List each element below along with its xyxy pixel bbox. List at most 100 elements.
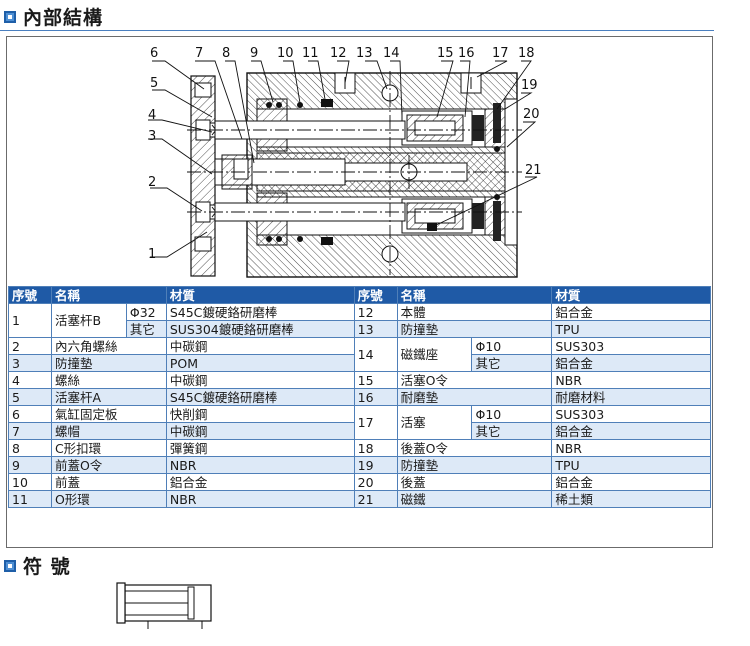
callout-10: 10: [277, 46, 294, 61]
blue-square-icon: [4, 559, 16, 572]
section-title-text: 內部結構: [23, 7, 104, 29]
header-no: 序號: [8, 286, 52, 304]
callout-2: 2: [148, 175, 156, 190]
cell-name: 前蓋O令: [50, 456, 167, 474]
cell-material: 鋁合金: [551, 422, 711, 440]
callout-11: 11: [302, 46, 319, 61]
callout-19: 19: [521, 78, 538, 93]
cell-sub: Φ10: [471, 337, 553, 355]
table-row: 5 活塞杆A S45C鍍硬鉻研磨棒 16 耐磨墊 耐磨材料: [8, 388, 711, 406]
callout-9: 9: [250, 46, 258, 61]
cell-name: O形環: [50, 490, 167, 508]
cell-material: 鋁合金: [551, 473, 711, 491]
cell-no: 16: [353, 388, 398, 406]
cell-name: 防撞墊: [396, 456, 553, 474]
cell-name: 本體: [396, 303, 553, 321]
cell-material: 耐磨材料: [551, 388, 711, 406]
cell-name: 活塞O令: [396, 371, 553, 389]
table-row: 8 C形扣環 彈簧鋼 18 後蓋O令 NBR: [8, 439, 711, 457]
piston-lower: [401, 196, 506, 236]
cell-no: 7: [8, 422, 52, 440]
callout-6: 6: [150, 46, 158, 61]
table-row: 2 內六角螺絲 中碳鋼 14 磁鐵座 Φ10 SUS303: [8, 337, 711, 372]
callout-8: 8: [222, 46, 230, 61]
cell-no: 8: [8, 439, 52, 457]
cell-material: 快削鋼: [165, 405, 355, 423]
cell-name: 螺帽: [50, 422, 167, 440]
cell-sub: Φ32: [125, 303, 167, 321]
callout-5: 5: [150, 76, 158, 91]
cell-name: 磁鐵座: [396, 337, 473, 372]
cell-material: 稀土類: [551, 490, 711, 508]
cell-material: NBR: [551, 371, 711, 389]
cell-name: C形扣環: [50, 439, 167, 457]
cell-material: 彈簧鋼: [165, 439, 355, 457]
cell-no: 15: [353, 371, 398, 389]
cell-material: SUS303: [551, 337, 711, 355]
leader-lines: [148, 60, 538, 258]
cell-name: 活塞杆B: [50, 303, 127, 338]
cell-sub: 其它: [471, 354, 553, 372]
cell-name: 內六角螺絲: [50, 337, 167, 355]
title-underline: [0, 30, 714, 31]
callout-20: 20: [523, 107, 540, 122]
cell-name: 耐磨墊: [396, 388, 553, 406]
cell-material: NBR: [551, 439, 711, 457]
cell-no: 18: [353, 439, 398, 457]
callout-12: 12: [330, 46, 347, 61]
cell-name: 後蓋: [396, 473, 553, 491]
cylinder-symbol-icon: [116, 582, 212, 629]
callout-1: 1: [148, 247, 156, 262]
center-lines: [187, 71, 522, 275]
cell-no: 20: [353, 473, 398, 491]
table-row: 3 防撞墊 POM 其它 鋁合金: [8, 354, 711, 372]
cell-name: 氣缸固定板: [50, 405, 167, 423]
parts-table: 序號 名稱 材質 序號 名稱 材質 1 活塞杆B Φ32 S45C鍍硬鉻研磨棒 …: [8, 286, 711, 508]
cell-no: 17: [353, 405, 398, 440]
cell-material: S45C鍍硬鉻研磨棒: [165, 303, 355, 321]
piston-upper: [401, 108, 506, 148]
cell-material: 中碳鋼: [165, 422, 355, 440]
cell-material: TPU: [551, 456, 711, 474]
cell-material: SUS304鍍硬鉻研磨棒: [165, 320, 355, 338]
table-header-row: 序號 名稱 材質 序號 名稱 材質: [8, 286, 711, 304]
cell-name: 活塞杆A: [50, 388, 167, 406]
cell-material: POM: [165, 354, 355, 372]
cell-no: 4: [8, 371, 52, 389]
diagram-frame: [6, 36, 713, 548]
cell-sub: 其它: [471, 422, 553, 440]
cell-no: 14: [353, 337, 398, 372]
callout-15: 15: [437, 46, 454, 61]
cell-material: 中碳鋼: [165, 371, 355, 389]
section-title-symbol: 符 號: [4, 552, 71, 579]
cell-no: 13: [353, 320, 398, 338]
cell-name: 活塞: [396, 405, 473, 440]
cell-material: 鋁合金: [165, 473, 355, 491]
cell-no: 1: [8, 303, 52, 338]
table-row: 9 前蓋O令 NBR 19 防撞墊 TPU: [8, 456, 711, 474]
cross-section-drawing: 1 2 3 4 5 6 7 8 9 10 11 12 13 14 15 16 1…: [148, 46, 542, 278]
cell-material: SUS303: [551, 405, 711, 423]
header-name: 名稱: [396, 286, 553, 304]
callout-7: 7: [195, 46, 203, 61]
callout-4: 4: [148, 108, 156, 123]
section-title-internal-structure: 內部結構: [4, 3, 103, 30]
cell-no: 6: [8, 405, 52, 423]
cell-no: 5: [8, 388, 52, 406]
callout-3: 3: [148, 129, 156, 144]
cell-no: 11: [8, 490, 52, 508]
cell-name: 防撞墊: [396, 320, 553, 338]
cell-material: 中碳鋼: [165, 337, 355, 355]
table-row: 11 O形環 NBR 21 磁鐵 稀土類: [8, 490, 711, 508]
header-no: 序號: [353, 286, 398, 304]
table-row: 1 活塞杆B Φ32 S45C鍍硬鉻研磨棒 12 本體 鋁合金: [8, 303, 711, 338]
callout-18: 18: [518, 46, 535, 61]
cell-material: TPU: [551, 320, 711, 338]
cell-material: 鋁合金: [551, 303, 711, 321]
callout-21: 21: [525, 163, 542, 178]
cell-name: 螺絲: [50, 371, 167, 389]
cell-name: 前蓋: [50, 473, 167, 491]
header-material: 材質: [551, 286, 711, 304]
cell-sub: Φ10: [471, 405, 553, 423]
cell-material: S45C鍍硬鉻研磨棒: [165, 388, 355, 406]
